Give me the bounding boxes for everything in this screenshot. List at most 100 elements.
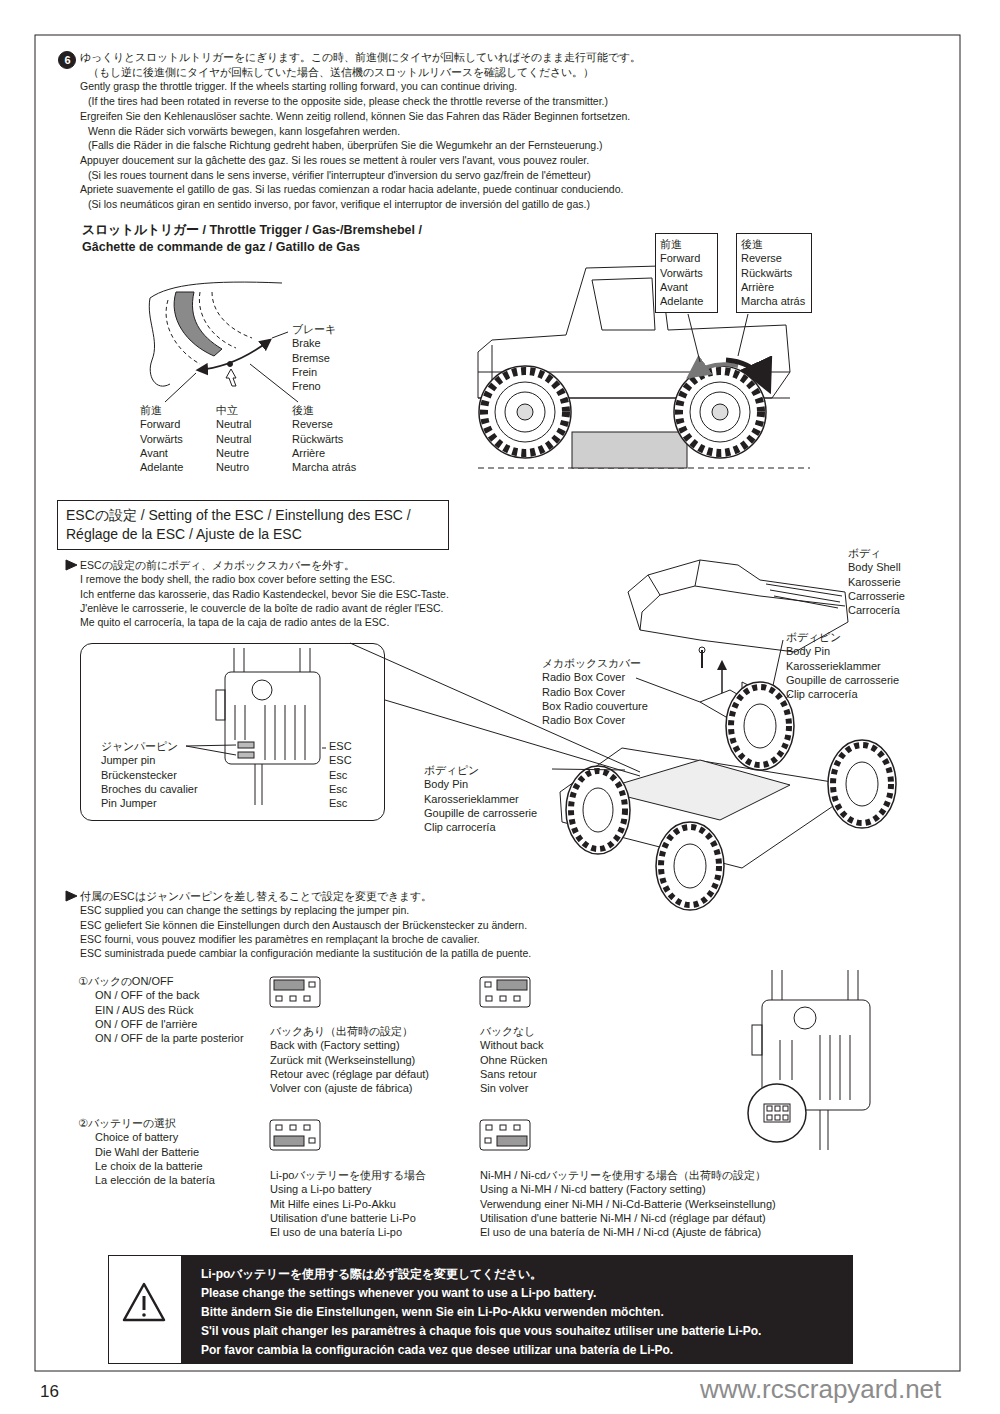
node-text: Avant bbox=[660, 280, 688, 294]
part-label: Box Radio couverture bbox=[542, 699, 648, 713]
part-label: Clip carrocería bbox=[424, 820, 496, 834]
instruction-text: ESC geliefert Sie können die Einstellung… bbox=[80, 918, 527, 932]
instruction-text: (Si los neumáticos giran en sentido inve… bbox=[88, 197, 590, 212]
trigger-label: ブレーキ bbox=[292, 322, 336, 336]
setting-title: Die Wahl der Batterie bbox=[95, 1145, 199, 1159]
node-text: Brückenstecker bbox=[101, 768, 177, 782]
setting-title: ②バッテリーの選択 bbox=[78, 1116, 176, 1130]
node-text: 前進 bbox=[660, 237, 682, 251]
instruction-text: Ergreifen Sie den Kehlenauslöser sachte.… bbox=[80, 109, 630, 124]
trigger-label: Avant bbox=[140, 446, 168, 460]
instruction-text: Appuyer doucement sur la gâchette des ga… bbox=[80, 153, 589, 168]
part-label: メカボックスカバー bbox=[542, 656, 641, 670]
direction-box: 後進ReverseRückwärtsArrièreMarcha atrás bbox=[736, 233, 812, 313]
node-text: Broches du cavalier bbox=[101, 782, 198, 796]
node-text: Bitte ändern Sie die Einstellungen, wenn… bbox=[201, 1303, 664, 1322]
setting-option: Li-poバッテリーを使用する場合 bbox=[270, 1168, 426, 1182]
watermark: www.rcscrapyard.net bbox=[700, 1374, 941, 1404]
instruction-text: ESC suministrada puede cambiar la config… bbox=[80, 946, 531, 960]
node-text: S'il vous plaît changer les paramètres à… bbox=[201, 1322, 761, 1341]
instruction-text: (Si les roues tournent dans le sens inve… bbox=[88, 168, 591, 183]
setting-title: ①バックのON/OFF bbox=[78, 974, 173, 988]
setting-option: Using a Li-po battery bbox=[270, 1182, 372, 1196]
trigger-label: Forward bbox=[140, 417, 180, 431]
setting-option: Retour avec (réglage par défaut) bbox=[270, 1067, 429, 1081]
setting-option: El uso de una batería Li-po bbox=[270, 1225, 402, 1239]
node-text: Please change the settings whenever you … bbox=[201, 1284, 596, 1303]
setting-option: Sans retour bbox=[480, 1067, 537, 1081]
instruction-text: 付属のESCはジャンパーピンを差し替えることで設定を変更できます。 bbox=[80, 889, 432, 903]
step-number: 6 bbox=[63, 53, 72, 67]
esc-detail-panel: ジャンパーピンJumper pinBrückensteckerBroches d… bbox=[80, 643, 385, 821]
setting-option: El uso de una batería de Ni-MH / Ni-cd (… bbox=[480, 1225, 761, 1239]
node-text: ESC bbox=[329, 739, 352, 753]
part-label: Body Shell bbox=[848, 560, 901, 574]
setting-option: Ni-MH / Ni-cdバッテリーを使用する場合（出荷時の設定） bbox=[480, 1168, 766, 1182]
part-label: Radio Box Cover bbox=[542, 670, 625, 684]
trigger-label: 前進 bbox=[140, 403, 162, 417]
instruction-text: ESCの設定の前にボディ、メカボックスカバーを外す。 bbox=[80, 558, 355, 572]
instruction-text: Wenn die Räder sich vorwärts bewegen, ka… bbox=[88, 124, 400, 139]
setting-option: Sin volver bbox=[480, 1081, 528, 1095]
setting-title: ON / OFF de l'arrière bbox=[95, 1017, 197, 1031]
trigger-label: Neutro bbox=[216, 460, 249, 474]
node-text: Reverse bbox=[741, 251, 782, 265]
part-label: Carrosserie bbox=[848, 589, 905, 603]
setting-option: Verwendung einer Ni-MH / Ni-Cd-Batterie … bbox=[480, 1197, 776, 1211]
instruction-text: ゆっくりとスロットルトリガーをにぎります。この時、前進側にタイヤが回転していれば… bbox=[80, 50, 641, 65]
setting-option: Zurück mit (Werkseinstellung) bbox=[270, 1053, 415, 1067]
setting-title: Le choix de la batterie bbox=[95, 1159, 203, 1173]
setting-option: Using a Ni-MH / Ni-cd battery (Factory s… bbox=[480, 1182, 706, 1196]
node-text: 後進 bbox=[741, 237, 763, 251]
part-label: Goupille de carrosserie bbox=[424, 806, 537, 820]
setting-option: Back with (Factory setting) bbox=[270, 1038, 400, 1052]
node-text: Marcha atrás bbox=[741, 294, 805, 308]
instruction-text: Ich entferne das karosserie, das Radio K… bbox=[80, 587, 449, 601]
setting-title: ON / OFF de la parte posterior bbox=[95, 1031, 244, 1045]
node-text: Vorwärts bbox=[660, 266, 703, 280]
part-label: Goupille de carrosserie bbox=[786, 673, 899, 687]
node-text: Esc bbox=[329, 768, 347, 782]
setting-option: バックなし bbox=[480, 1024, 535, 1038]
trigger-label: Freno bbox=[292, 379, 321, 393]
trigger-label: Bremse bbox=[292, 351, 330, 365]
setting-option: Without back bbox=[480, 1038, 544, 1052]
node-text: Li-poバッテリーを使用する際は必ず設定を変更してください。 bbox=[201, 1265, 542, 1284]
trigger-label: Marcha atrás bbox=[292, 460, 356, 474]
setting-option: Utilisation d'une batterie Li-Po bbox=[270, 1211, 416, 1225]
trigger-label: Rückwärts bbox=[292, 432, 343, 446]
node-text: Por favor cambia la configuración cada v… bbox=[201, 1341, 673, 1360]
part-label: Karosserie bbox=[848, 575, 901, 589]
trigger-label: Neutral bbox=[216, 417, 251, 431]
trigger-label: Reverse bbox=[292, 417, 333, 431]
node-text: Arrière bbox=[741, 280, 774, 294]
section-heading: ESCの設定 / Setting of the ESC / Einstellun… bbox=[57, 500, 449, 550]
part-label: ボディピン bbox=[786, 630, 841, 644]
node-text: ESC bbox=[329, 753, 352, 767]
trigger-label: Brake bbox=[292, 336, 321, 350]
setting-title: La elección de la batería bbox=[95, 1173, 215, 1187]
trigger-label: Adelante bbox=[140, 460, 183, 474]
setting-option: Ohne Rücken bbox=[480, 1053, 547, 1067]
instruction-text: Gently grasp the throttle trigger. If th… bbox=[80, 79, 517, 94]
trigger-label: Frein bbox=[292, 365, 317, 379]
instruction-text: Me quito el carrocería, la tapa de la ca… bbox=[80, 615, 389, 629]
trigger-label: Neutral bbox=[216, 432, 251, 446]
setting-option: バックあり（出荷時の設定） bbox=[270, 1024, 413, 1038]
trigger-label: 中立 bbox=[216, 403, 238, 417]
setting-option: Volver con (ajuste de fábrica) bbox=[270, 1081, 412, 1095]
instruction-text: (If the tires had been rotated in revers… bbox=[88, 94, 608, 109]
trigger-label: Arrière bbox=[292, 446, 325, 460]
part-label: Radio Box Cover bbox=[542, 685, 625, 699]
part-label: Clip carrocería bbox=[786, 687, 858, 701]
node-text: Esc bbox=[329, 796, 347, 810]
node-text: Adelante bbox=[660, 294, 703, 308]
setting-title: Choice of battery bbox=[95, 1130, 178, 1144]
direction-box: 前進ForwardVorwärtsAvantAdelante bbox=[655, 233, 718, 313]
instruction-text: ESC fourni, vous pouvez modifier les par… bbox=[80, 932, 480, 946]
trigger-label: Neutre bbox=[216, 446, 249, 460]
instruction-text: J'enlève le carrosserie, le couvercle de… bbox=[80, 601, 444, 615]
node-text: Jumper pin bbox=[101, 753, 155, 767]
trigger-label: Vorwärts bbox=[140, 432, 183, 446]
node-text: Rückwärts bbox=[741, 266, 792, 280]
